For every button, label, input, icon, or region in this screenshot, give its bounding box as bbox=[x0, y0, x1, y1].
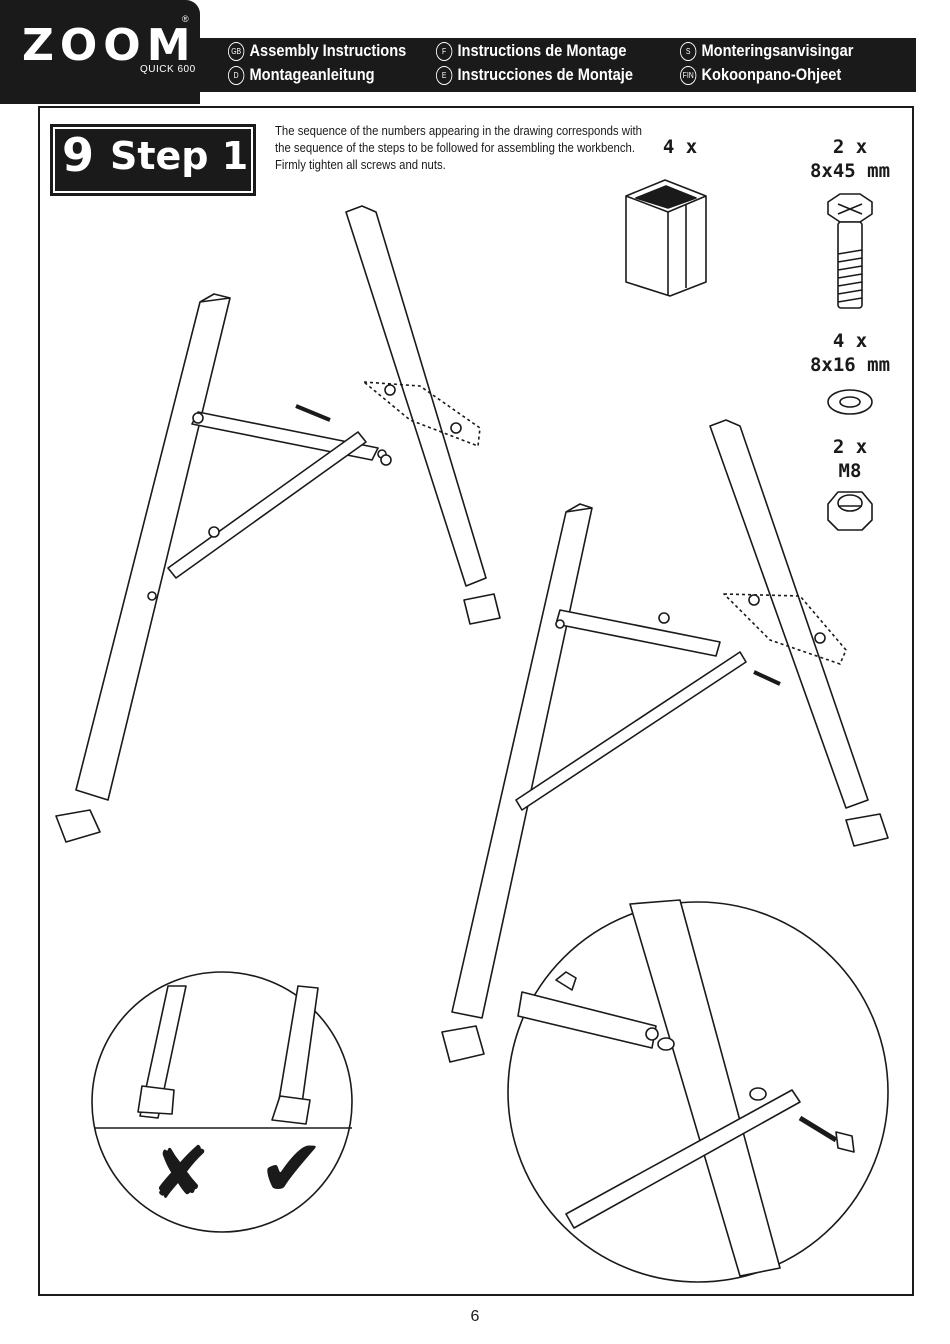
language-label: Instrucciones de Montaje bbox=[457, 65, 633, 84]
right-trestle bbox=[441, 419, 889, 1063]
instruction-line: Firmly tighten all screws and nuts. bbox=[275, 157, 446, 172]
step-title: Step 1 bbox=[110, 134, 249, 178]
washer-size: 8x16 mm bbox=[809, 354, 891, 376]
step-number: 9 bbox=[62, 128, 95, 182]
language-code-badge: S bbox=[680, 42, 697, 61]
correct-mark-icon: ✔ bbox=[258, 1122, 325, 1215]
logo-text: ZOOM bbox=[22, 20, 197, 71]
language-code-badge: GB bbox=[228, 42, 245, 61]
model-name: QUICK 600 bbox=[140, 64, 196, 75]
left-trestle bbox=[55, 205, 501, 843]
instruction-line: the sequence of the steps to be followed… bbox=[275, 140, 635, 155]
bolt-size: 8x45 mm bbox=[809, 160, 891, 182]
language-code-badge: E bbox=[436, 66, 453, 85]
wrong-mark-icon: ✘ bbox=[150, 1131, 210, 1215]
step-instructions: The sequence of the numbers appearing in… bbox=[275, 122, 653, 173]
nut-size: M8 bbox=[838, 460, 862, 482]
language-label: Kokoonpano-Ohjeet bbox=[701, 65, 842, 84]
page-number: 6 bbox=[470, 1308, 480, 1325]
language-code-badge: D bbox=[228, 66, 245, 85]
language-label: Montageanleitung bbox=[249, 65, 375, 84]
foot-cap-icon bbox=[625, 179, 707, 297]
feet-quantity: 4 x bbox=[662, 136, 698, 158]
language-label: Assembly Instructions bbox=[249, 41, 407, 60]
registered-mark: ® bbox=[182, 14, 189, 24]
washer-quantity: 4 x bbox=[832, 330, 868, 352]
bolt-icon bbox=[827, 193, 873, 309]
foot-detail-circle bbox=[91, 971, 353, 1233]
nut-quantity: 2 x bbox=[832, 436, 868, 458]
language-label: Instructions de Montage bbox=[457, 41, 627, 60]
bolt-quantity: 2 x bbox=[832, 136, 868, 158]
nut-icon bbox=[827, 491, 873, 531]
content-frame bbox=[38, 106, 914, 1296]
language-label: Monteringsanvisingar bbox=[701, 41, 854, 60]
bolt-detail-circle bbox=[507, 899, 889, 1283]
language-code-badge: F bbox=[436, 42, 453, 61]
instruction-line: The sequence of the numbers appearing in… bbox=[275, 123, 642, 138]
step-badge bbox=[50, 124, 256, 196]
washer-icon bbox=[827, 389, 873, 415]
brand-logo: ZOOM ® QUICK 600 bbox=[0, 0, 200, 104]
language-code-badge: FIN bbox=[680, 66, 697, 85]
